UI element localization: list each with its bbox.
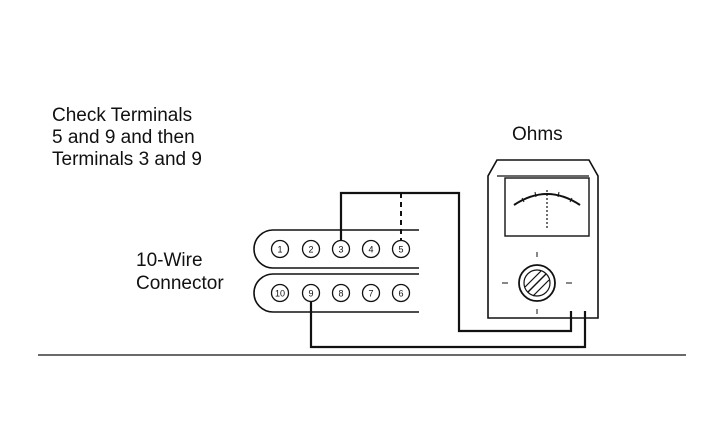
lead-terminal-9 (309, 302, 587, 349)
connector-label-line-2: Connector (136, 273, 224, 294)
terminal-4 (361, 239, 381, 259)
selector-knob-inner (523, 269, 551, 297)
meter-label: Ohms (512, 124, 563, 145)
terminal-5 (391, 239, 411, 259)
terminal-7 (361, 283, 381, 303)
ohmmeter (487, 159, 599, 319)
instruction-line-2: 5 and 9 and then (52, 127, 195, 148)
terminal-10 (270, 283, 290, 303)
terminal-label: 4 (368, 245, 373, 255)
instruction-line-1: Check Terminals (52, 105, 192, 126)
terminal-1 (270, 239, 290, 259)
terminal-label: 10 (275, 289, 285, 299)
terminal-label: 9 (308, 289, 313, 299)
connector-top-pins: 1 2 3 4 5 (270, 239, 411, 259)
terminal-label: 3 (338, 245, 343, 255)
scale-tick (534, 191, 537, 198)
connector-bottom-pins: 10 9 8 7 6 (270, 283, 411, 303)
scale-tick (569, 197, 573, 203)
scale-tick (557, 191, 560, 198)
lead-terminal-3 (339, 191, 573, 333)
knob-grip (524, 270, 542, 288)
terminal-2 (301, 239, 321, 259)
connector-bottom-row (253, 273, 419, 313)
terminal-label: 6 (398, 289, 403, 299)
terminal-label: 5 (398, 245, 403, 255)
terminal-9 (301, 283, 321, 303)
terminal-label: 7 (368, 289, 373, 299)
terminal-label: 2 (308, 245, 313, 255)
meter-display (504, 177, 590, 237)
connector-top-row (253, 229, 419, 269)
connector-label-line-1: 10-Wire (136, 250, 203, 271)
ten-wire-connector (253, 229, 419, 313)
instruction-line-3: Terminals 3 and 9 (52, 149, 202, 170)
terminal-label: 8 (338, 289, 343, 299)
selector-knob (518, 264, 556, 302)
scale-tick (521, 197, 525, 203)
terminal-6 (391, 283, 411, 303)
knob-grip (532, 279, 550, 297)
terminal-label: 1 (277, 245, 282, 255)
terminal-8 (331, 283, 351, 303)
test-leads (309, 191, 587, 349)
terminal-3 (331, 239, 351, 259)
knob-grip (527, 273, 547, 293)
meter-body (487, 159, 599, 319)
